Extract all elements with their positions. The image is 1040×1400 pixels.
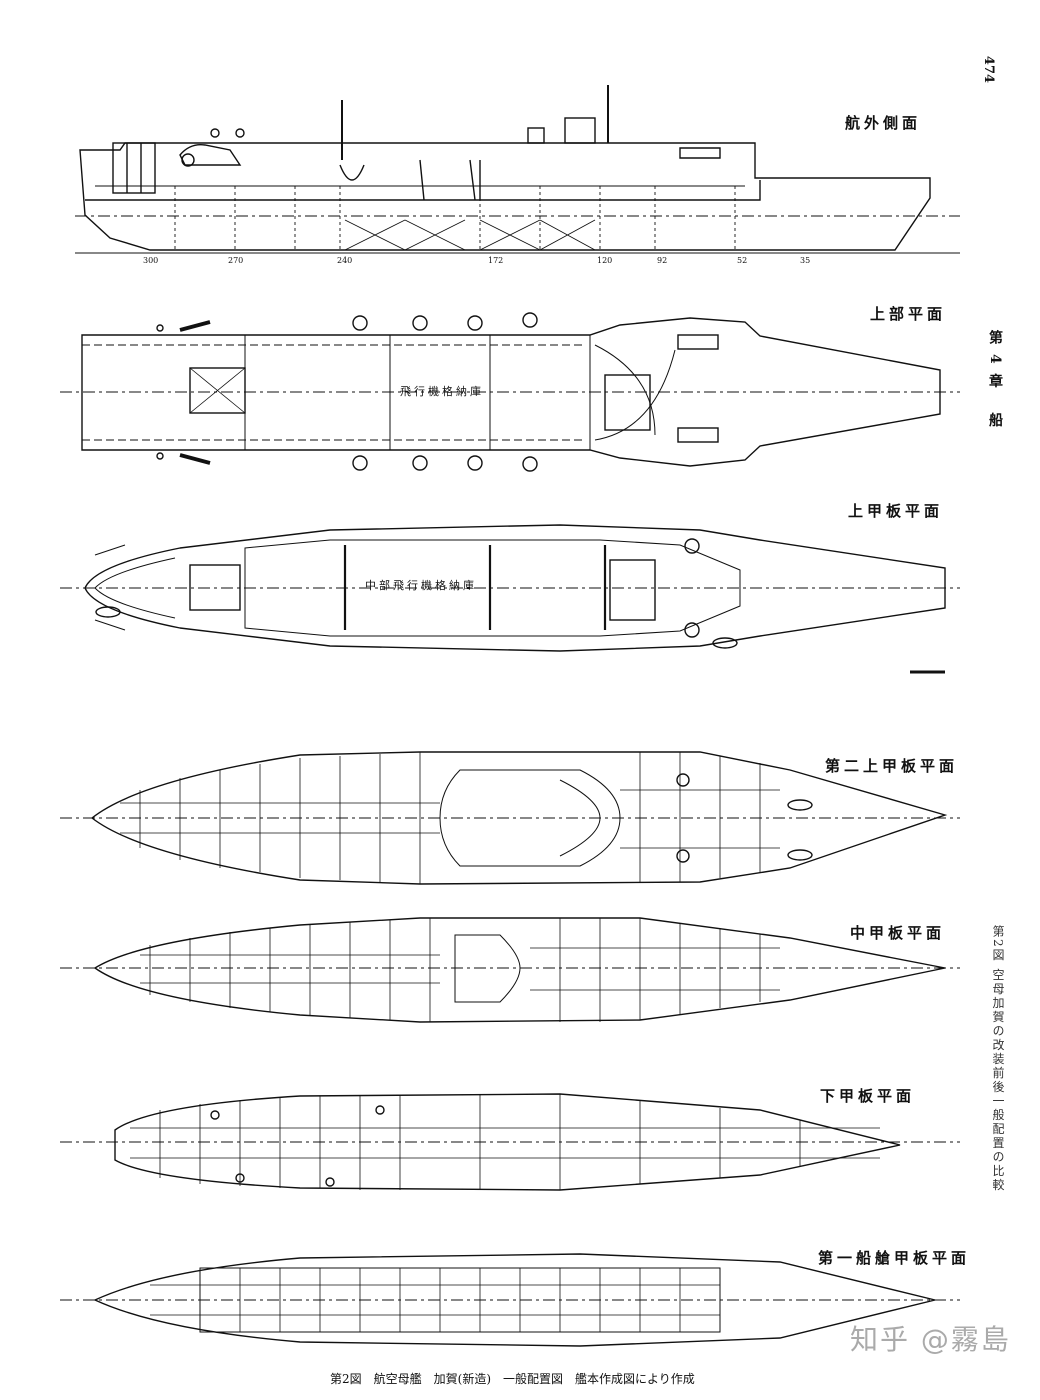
lower-deck-drawing: [60, 1093, 960, 1191]
outboard-profile-drawing: [75, 85, 960, 254]
flight-deck-text: 飛行機格納庫: [400, 385, 484, 398]
frame-number: 52: [737, 256, 748, 265]
view-label-middle-deck: 中甲板平面: [850, 924, 946, 942]
frame-number: 120: [597, 256, 613, 265]
upper-deck-drawing: [60, 524, 960, 674]
second-upper-deck-drawing: [60, 751, 960, 885]
frame-number: 300: [143, 256, 159, 265]
middle-deck-drawing: [60, 917, 960, 1023]
upper-plan-drawing: [60, 312, 960, 472]
page-number: 474: [980, 55, 996, 84]
upper-deck-text: 中部飛行機格納庫: [365, 579, 477, 592]
frame-number: 172: [488, 256, 504, 265]
frame-number: 240: [337, 256, 353, 265]
first-platform-drawing: [60, 1253, 960, 1347]
view-label-outboard-profile: 航外側面: [845, 114, 922, 132]
watermark: 知乎 @霧島: [850, 1323, 1011, 1356]
view-label-second-upper-deck: 第二上甲板平面: [825, 757, 959, 775]
frame-number: 35: [800, 256, 811, 265]
view-label-lower-deck: 下甲板平面: [820, 1087, 916, 1105]
view-label-upper-plan: 上部平面: [870, 305, 947, 323]
frame-number: 270: [228, 256, 244, 265]
side-chapter-title: 第4章 船: [987, 330, 1003, 437]
frame-numbers: 300 270 240 172 120 92 52 35: [0, 256, 1040, 270]
side-figure-note: 第2図 空母加賀の改装前後一般配置の比較: [991, 925, 1005, 1193]
figure-caption: 第2図 航空母艦 加賀(新造) 一般配置図 艦本作成図により作成: [330, 1372, 695, 1386]
view-label-upper-deck: 上甲板平面: [848, 502, 944, 520]
view-label-first-platform: 第一船艙甲板平面: [818, 1249, 971, 1267]
frame-number: 92: [657, 256, 668, 265]
